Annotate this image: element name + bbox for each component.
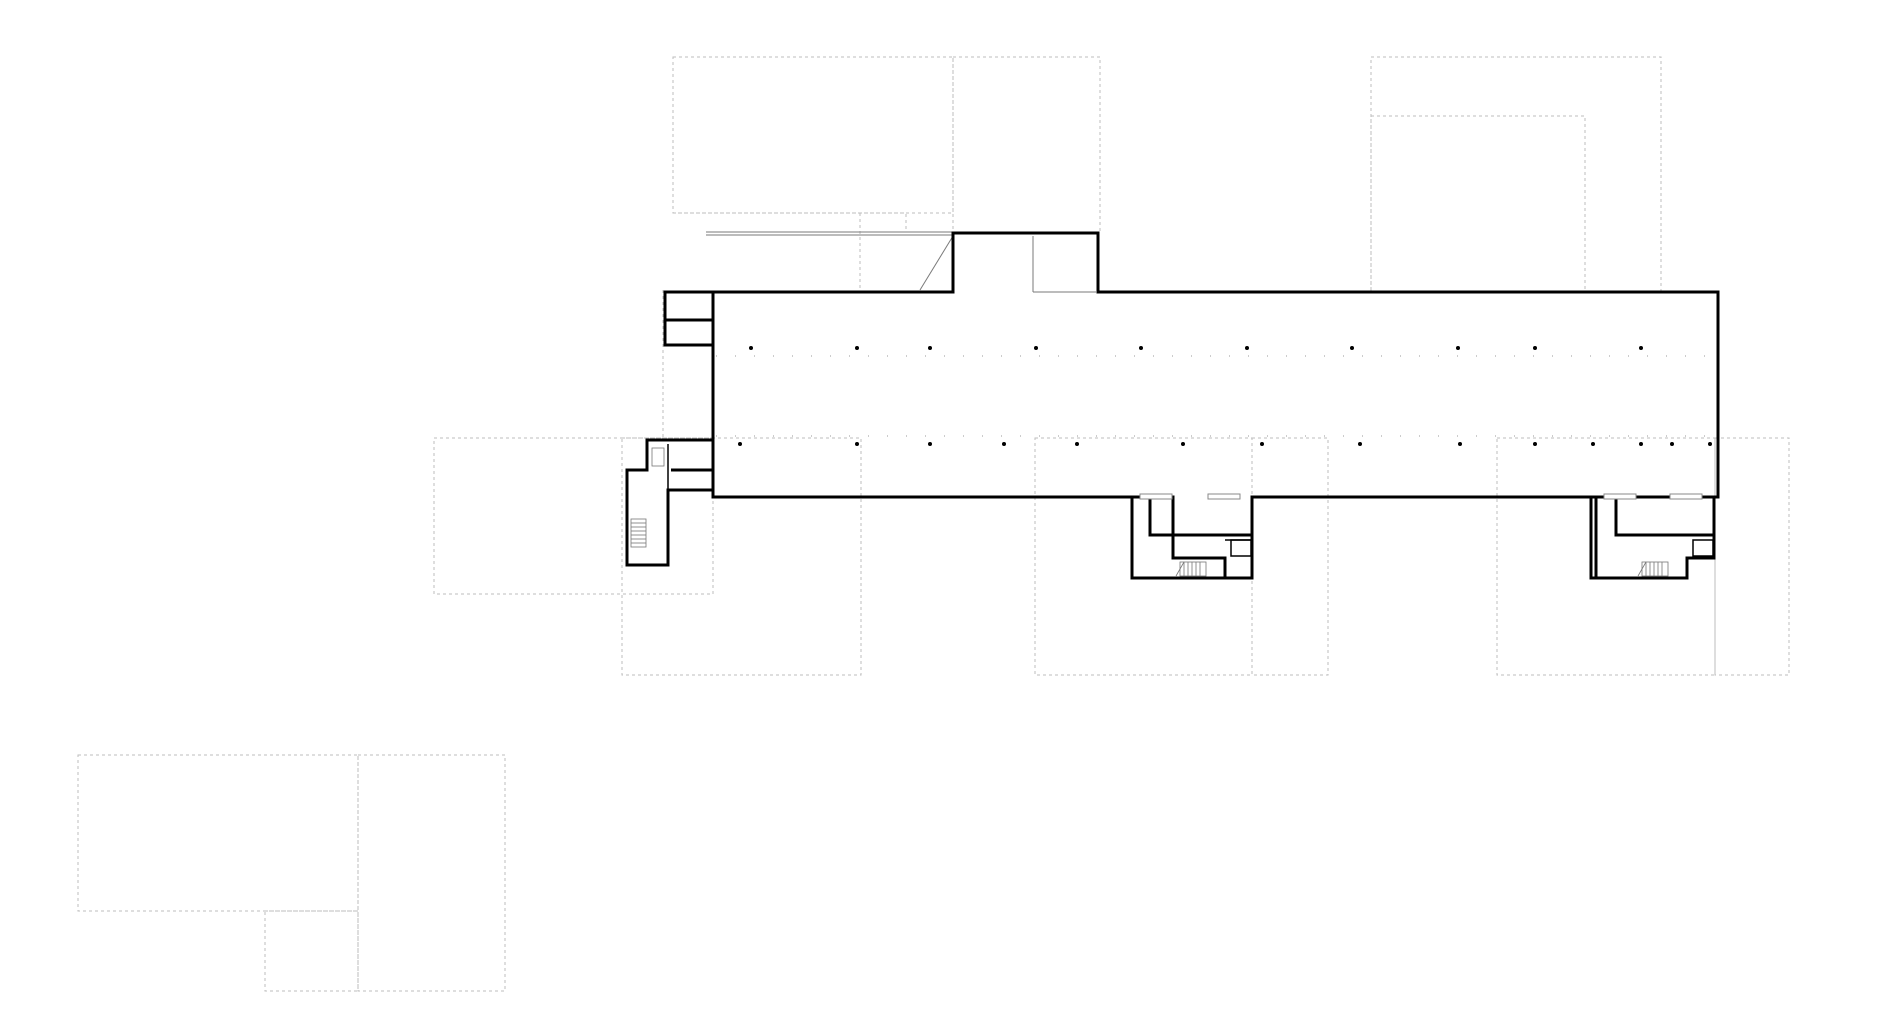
neighbour-outline	[264, 910, 359, 992]
hall-outline	[625, 231, 1720, 580]
structural-column	[1639, 346, 1643, 350]
neighbour-outline	[1370, 56, 1662, 293]
structural-column	[855, 346, 859, 350]
neighbour-outline	[1496, 437, 1716, 676]
structural-column	[1639, 442, 1643, 446]
structural-column	[1181, 442, 1185, 446]
structural-column	[738, 442, 742, 446]
neighbour-outline	[357, 754, 506, 992]
structural-column	[1533, 346, 1537, 350]
door-openings	[1139, 493, 1703, 500]
structural-column	[1533, 442, 1537, 446]
structural-column	[1458, 442, 1462, 446]
neighbour-outline	[672, 56, 954, 214]
structural-column	[1591, 442, 1595, 446]
structural-column	[1358, 442, 1362, 446]
neighbour-outline	[1034, 437, 1253, 676]
structural-column	[1002, 442, 1006, 446]
neighbour-outline	[952, 56, 1101, 234]
neighbour-outline	[433, 437, 714, 595]
structural-column	[1034, 346, 1038, 350]
main-walls	[625, 231, 1720, 580]
structural-column	[1245, 346, 1249, 350]
structural-column	[1708, 442, 1712, 446]
structural-column	[749, 346, 753, 350]
structural-column	[1670, 442, 1674, 446]
neighbour-outline	[673, 212, 907, 232]
structural-column	[855, 442, 859, 446]
neighbour-outline	[1370, 115, 1586, 293]
structural-column	[928, 346, 932, 350]
structural-column	[1350, 346, 1354, 350]
neighbour-outline	[1714, 437, 1790, 676]
structural-column	[1260, 442, 1264, 446]
stair-core-right	[1594, 497, 1714, 578]
column-row-south	[738, 442, 1712, 446]
adjacent-building-outlines	[77, 56, 1790, 992]
structural-column	[1456, 346, 1460, 350]
structural-column	[1075, 442, 1079, 446]
structural-column	[1139, 346, 1143, 350]
stair-core-middle	[1130, 497, 1252, 580]
column-row-north	[749, 346, 1643, 350]
neighbour-outline	[1251, 437, 1329, 676]
neighbour-outline	[77, 754, 359, 912]
stair-treads	[630, 447, 1669, 577]
neighbour-outline	[621, 437, 862, 676]
structural-column	[928, 442, 932, 446]
entrance-canopy	[706, 231, 1096, 293]
structural-grid	[716, 346, 1716, 446]
